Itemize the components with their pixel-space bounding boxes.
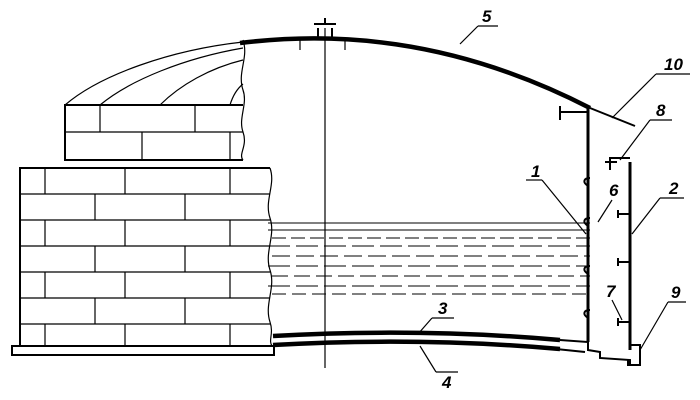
roof [239,18,592,111]
liquid [268,222,590,295]
label-7: 7 [606,282,617,301]
dome-ribs [64,41,244,106]
wall-seals [583,177,591,319]
tank-bottom [272,330,640,366]
outer-casing [605,157,641,366]
label-6: 6 [609,181,619,200]
label-5: 5 [482,7,492,26]
base-slab [11,345,275,356]
label-2: 2 [668,179,679,198]
label-4: 4 [441,373,452,392]
label-9: 9 [671,283,681,302]
label-1: 1 [531,162,540,181]
upper-brick-wall [64,39,246,161]
label-8: 8 [656,101,666,120]
tank-wall [559,105,636,342]
label-10: 10 [664,55,683,74]
casing-brackets [617,210,630,326]
outer-brick-wall [19,167,273,347]
label-3: 3 [438,299,448,318]
leader-lines [417,25,690,373]
